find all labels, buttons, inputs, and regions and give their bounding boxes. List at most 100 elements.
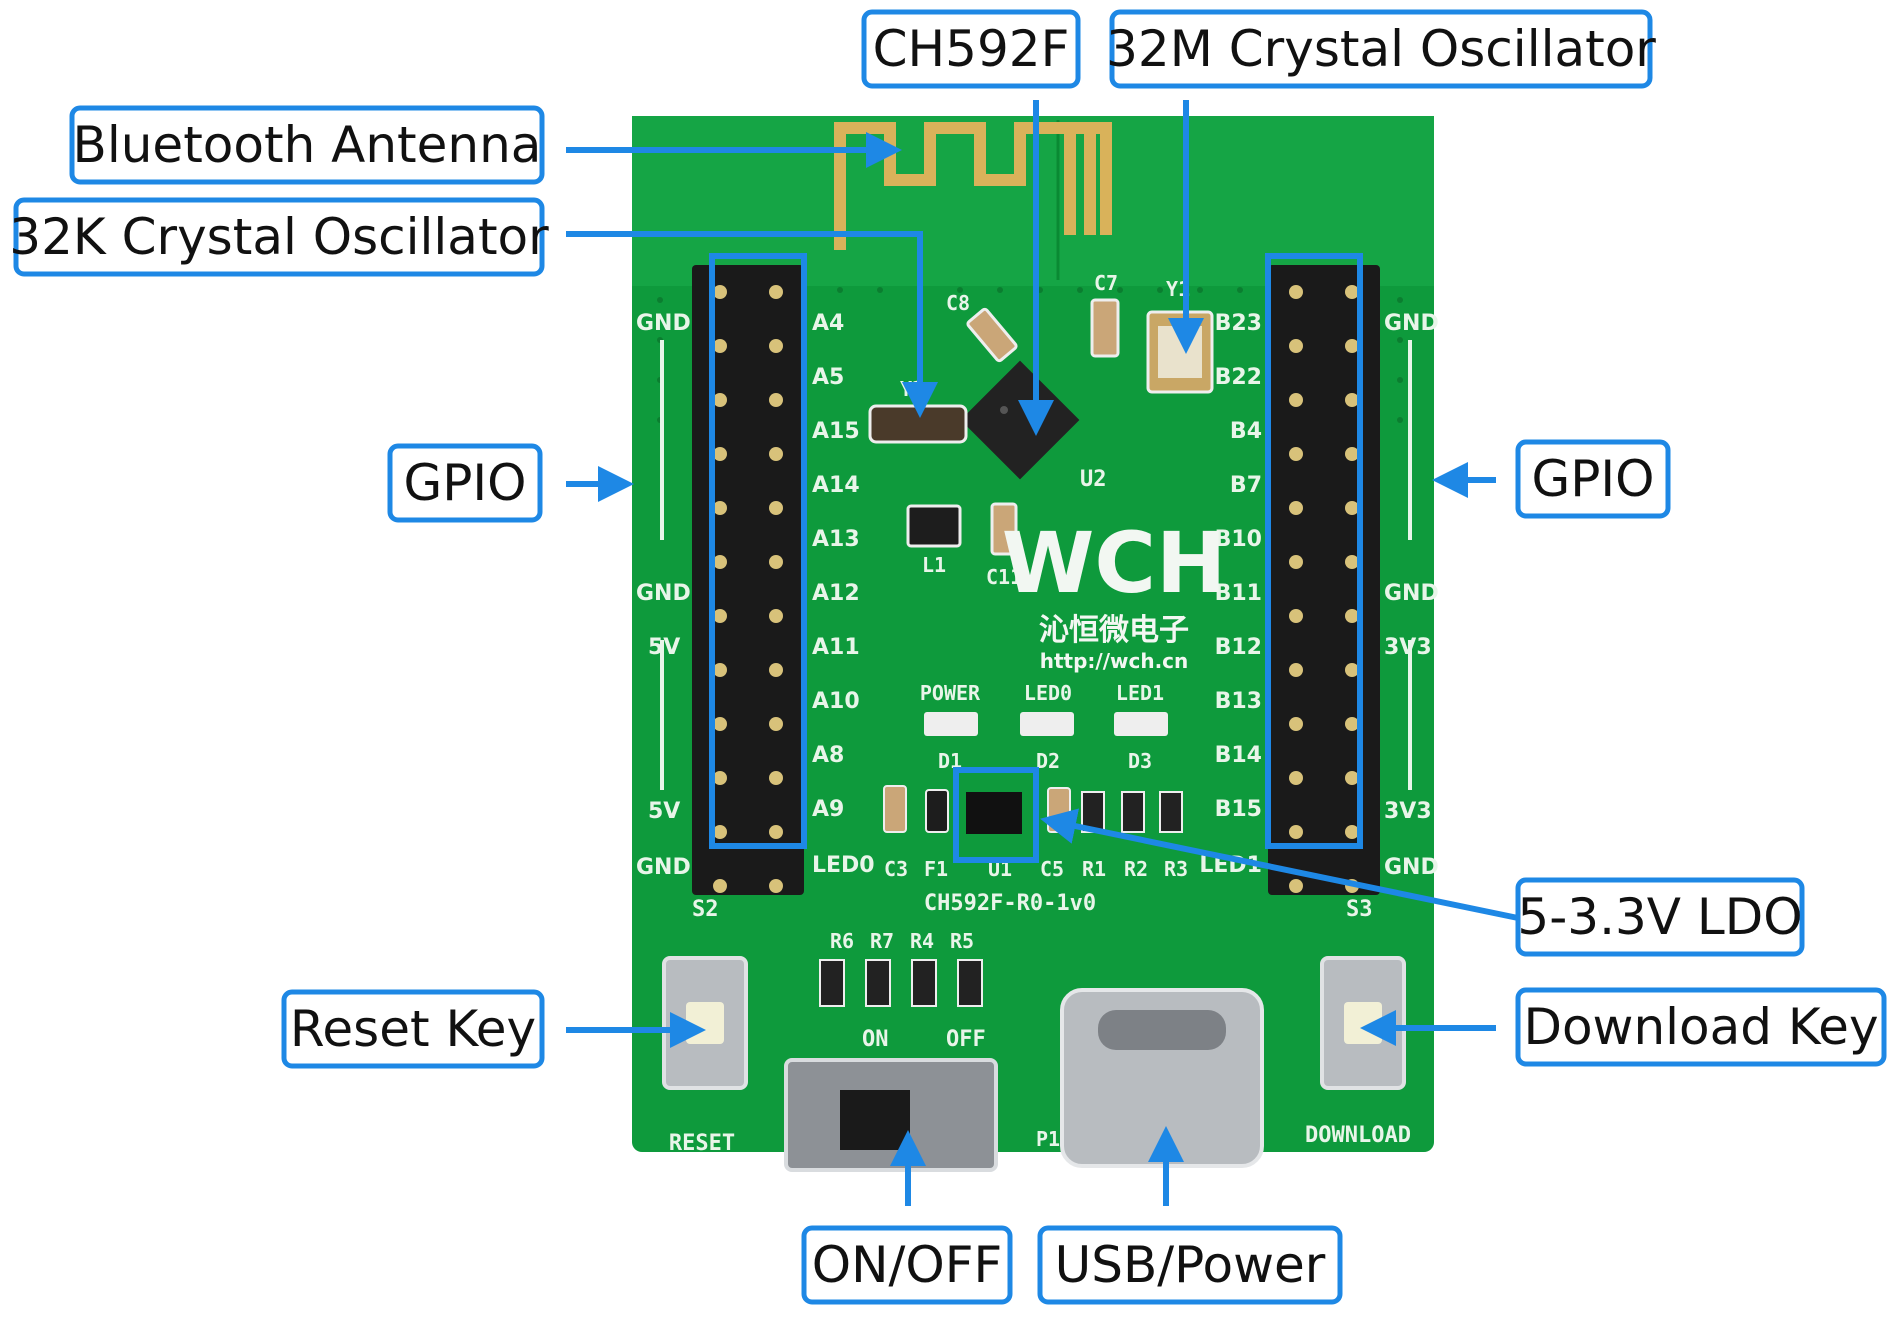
- resistor-body: [865, 959, 891, 1007]
- header-pin: [713, 501, 727, 515]
- power-switch-slider: [840, 1090, 910, 1150]
- capacitor-c3-body: [883, 785, 907, 833]
- header-pin: [769, 339, 783, 353]
- pin-label-left: A13: [812, 527, 860, 552]
- wch-url: http://wch.cn: [1040, 649, 1189, 673]
- capacitor-c8: C8: [946, 291, 1018, 363]
- callout-bluetooth-antenna-text: Bluetooth Antenna: [73, 116, 542, 174]
- header-pin: [1289, 501, 1303, 515]
- board-model-label: CH592F-R0-1v0: [924, 891, 1096, 916]
- pin-label-left: A9: [812, 797, 844, 822]
- pin-label-left: A14: [812, 473, 860, 498]
- resistor-body: [911, 959, 937, 1007]
- capacitor-c8-label: C8: [946, 291, 970, 315]
- capacitor-c7: C7: [1090, 271, 1120, 358]
- header-pin: [1345, 717, 1359, 731]
- callout-gpio-right-box: [1515, 439, 1671, 519]
- ldo-highlight: [953, 767, 1039, 863]
- callout-on-off-text: ON/OFF: [812, 1236, 1002, 1294]
- header-pin: [713, 285, 727, 299]
- reset-key-silk-label: RESET: [669, 1131, 735, 1156]
- callout-ldo: 5-3.3V LDO: [1515, 877, 1805, 957]
- header-pin: [769, 285, 783, 299]
- power-label-right: GND: [1384, 855, 1439, 880]
- header-pin: [1289, 339, 1303, 353]
- header-pin: [1289, 447, 1303, 461]
- led-d1: [924, 712, 978, 736]
- right-header-body: [1268, 265, 1380, 895]
- header-pin: [1345, 825, 1359, 839]
- power-label-left: 5V: [648, 635, 680, 660]
- misc-label: R2: [1124, 857, 1148, 881]
- inductor-l1-label: L1: [922, 553, 946, 577]
- callout-crystal-32m-box: [1109, 9, 1653, 89]
- callout-crystal-32m-text: 32M Crystal Oscillator: [1106, 20, 1656, 78]
- pin-label-left: A8: [812, 743, 844, 768]
- callout-gpio-right-text: GPIO: [1532, 450, 1655, 508]
- callout-crystal-32k: 32K Crystal Oscillator: [9, 197, 549, 277]
- callout-ldo-box: [1515, 877, 1805, 957]
- led-label: POWER: [920, 681, 981, 705]
- header-pin: [769, 555, 783, 569]
- header-pin: [713, 717, 727, 731]
- header-pin: [1289, 555, 1303, 569]
- mcu-chip-designator: U2: [1080, 467, 1107, 492]
- inductor-l1: L1: [906, 504, 962, 577]
- pin-label-right: B11: [1215, 581, 1262, 606]
- callout-download-key: Download Key: [1515, 987, 1887, 1067]
- arrows: [566, 100, 1519, 1206]
- header-pin: [1345, 609, 1359, 623]
- capacitor-c11-body: [990, 502, 1018, 556]
- header-pin: [1345, 285, 1359, 299]
- callout-reset-key-box: [281, 989, 545, 1069]
- pin-label-left: LED0: [812, 853, 875, 878]
- callout-usb-power-box: [1037, 1225, 1343, 1305]
- callout-bluetooth-antenna-box: [69, 105, 545, 185]
- header-pin: [1289, 285, 1303, 299]
- usb-c-port: [1098, 1010, 1226, 1050]
- header-pin: [1289, 609, 1303, 623]
- download-key-designator: S3: [1346, 897, 1373, 922]
- callouts: CH592F 32M Crystal Oscillator Bluetooth …: [9, 9, 1887, 1305]
- header-pin: [1289, 771, 1303, 785]
- callout-reset-key: Reset Key: [281, 989, 545, 1069]
- header-pin: [1345, 771, 1359, 785]
- reset-key-button: [686, 1002, 724, 1044]
- wch-logo: WCH 沁恒微电子 http://wch.cn: [1002, 514, 1227, 673]
- callout-gpio-right: GPIO: [1515, 439, 1671, 519]
- header-pin: [769, 609, 783, 623]
- header-pin: [769, 771, 783, 785]
- misc-label: R3: [1164, 857, 1188, 881]
- wch-logo-chinese: 沁恒微电子: [1039, 613, 1189, 648]
- callout-download-key-text: Download Key: [1523, 998, 1878, 1056]
- led-d3: [1114, 712, 1168, 736]
- capacitor-c11-label: C11: [986, 565, 1022, 589]
- pin-label-right: B15: [1215, 797, 1262, 822]
- power-label-left: GND: [636, 855, 691, 880]
- header-pin: [713, 663, 727, 677]
- callout-crystal-32k-text: 32K Crystal Oscillator: [9, 208, 549, 266]
- switch-label-on: ON: [862, 1027, 889, 1052]
- header-pin: [713, 609, 727, 623]
- resistor-label: R7: [870, 929, 894, 953]
- misc-label: F1: [924, 857, 948, 881]
- pin-label-left: A10: [812, 689, 860, 714]
- led-label: LED0: [1024, 681, 1072, 705]
- gpio-right-highlight: [1265, 253, 1363, 849]
- header-pin: [769, 447, 783, 461]
- misc-label: C3: [884, 857, 908, 881]
- header-pin: [713, 825, 727, 839]
- header-pin: [1345, 555, 1359, 569]
- pin-label-right: B7: [1230, 473, 1262, 498]
- resistor-body: [819, 959, 845, 1007]
- led-label: LED1: [1116, 681, 1164, 705]
- pin-label-right: B4: [1230, 419, 1262, 444]
- download-key-button: [1344, 1002, 1382, 1044]
- reset-key-designator: S2: [692, 897, 719, 922]
- gpio-left-highlight: [709, 253, 807, 849]
- header-pin: [769, 879, 783, 893]
- resistor-body: [957, 959, 983, 1007]
- wch-logo-text: WCH: [1002, 514, 1227, 612]
- inductor-l1-body: [906, 504, 962, 548]
